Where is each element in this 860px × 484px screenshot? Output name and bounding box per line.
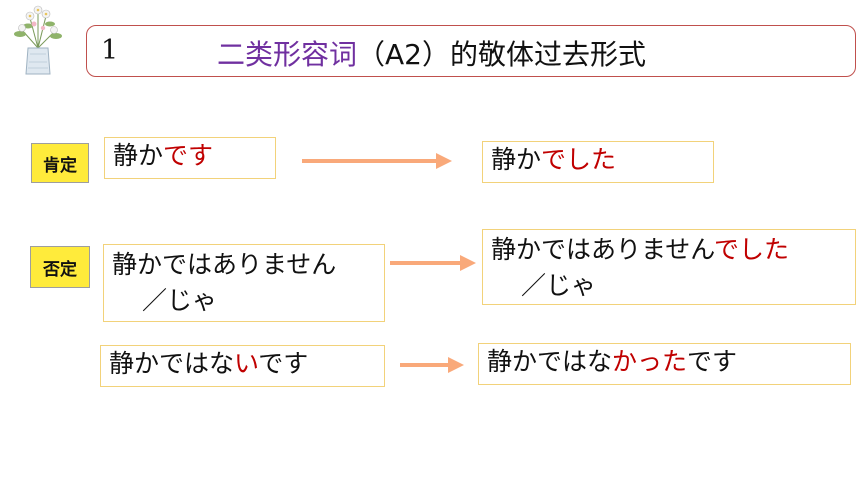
- past-suffix: でした: [541, 145, 617, 174]
- word-stem: 静か: [113, 141, 164, 170]
- negative-tag: 否定: [30, 246, 90, 288]
- past-suffix: でした: [714, 235, 790, 264]
- negative-present-box: 静かではありません ／じゃ: [103, 244, 385, 322]
- katta-ending: かった: [612, 347, 688, 376]
- negative-past-box: 静かではありませんでした ／じゃ: [482, 229, 856, 305]
- negative-past-line: 静かではありませんでした: [491, 232, 855, 268]
- arrow-icon: [400, 357, 464, 373]
- title-accent-text: 二类形容词: [217, 38, 358, 71]
- word-stem: 静か: [491, 145, 542, 174]
- negative-form-text: 静かではありません: [491, 235, 715, 264]
- word-stem: 静かではな: [487, 347, 613, 376]
- arrow-icon: [302, 153, 452, 169]
- colloquial-variant-text: ／じゃ: [142, 286, 218, 315]
- polite-ending: です: [258, 349, 309, 378]
- affirmative-tag: 肯定: [31, 143, 89, 183]
- title-banner: 1 二类形容词（A2）的敬体过去形式: [86, 25, 856, 77]
- negative-form-text: 静かではありません: [112, 250, 337, 279]
- title-rest-text: （A2）的敬体过去形式: [357, 38, 646, 71]
- polite-suffix: です: [163, 141, 214, 170]
- polite-ending: です: [687, 347, 738, 376]
- negative-alt-past-box: 静かではなかったです: [478, 343, 851, 385]
- affirmative-present-box: 静かです: [104, 137, 276, 179]
- i-ending: い: [234, 349, 259, 378]
- section-number: 1: [101, 35, 119, 66]
- negative-alt-present-box: 静かではないです: [100, 345, 385, 387]
- flower-vase-illustration: [8, 4, 68, 78]
- colloquial-variant-text: ／じゃ: [521, 271, 597, 300]
- affirmative-past-box: 静かでした: [482, 141, 714, 183]
- arrow-icon: [390, 255, 476, 271]
- page-title: 二类形容词（A2）的敬体过去形式: [217, 33, 646, 73]
- word-stem: 静かではな: [109, 349, 235, 378]
